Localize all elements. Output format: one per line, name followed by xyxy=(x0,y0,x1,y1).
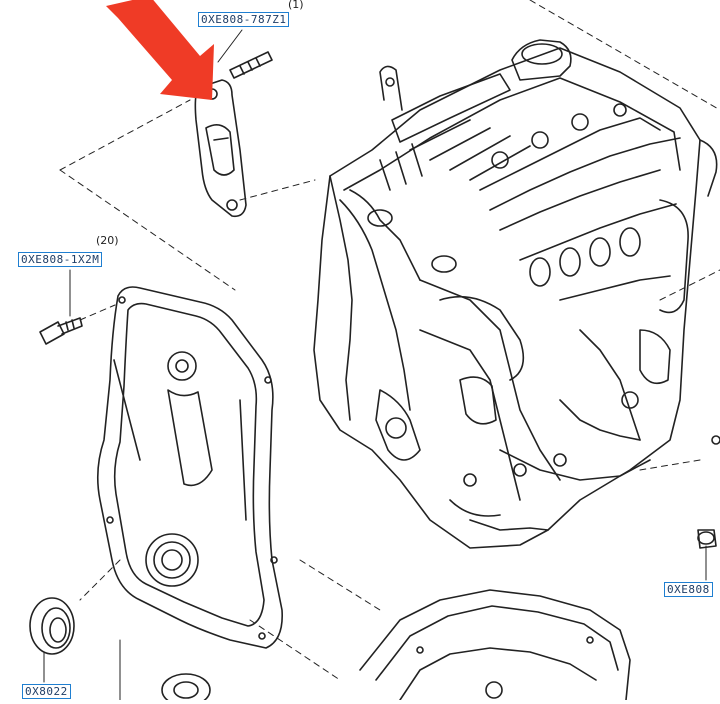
part-number-label-top[interactable]: 0XE808-787Z1 xyxy=(198,12,290,27)
part-number-label-left[interactable]: 0XE808-1X2M xyxy=(18,252,103,267)
quantity-top: (1) xyxy=(288,0,304,11)
part-number-label-right[interactable]: 0XE808 xyxy=(664,582,713,597)
right-bolt xyxy=(697,435,720,581)
crankshaft-seal xyxy=(29,597,75,683)
engine-block xyxy=(313,39,718,549)
timing-cover-bolt xyxy=(39,269,83,345)
quantity-left: (20) xyxy=(96,234,119,247)
red-arrow-icon xyxy=(106,0,214,100)
oil-pan xyxy=(359,589,631,701)
bottom-pulley xyxy=(119,639,211,704)
stud-bolt xyxy=(217,29,273,79)
part-number-label-bottom[interactable]: 0X8022 xyxy=(22,684,71,699)
front-cover-gasket xyxy=(194,79,247,218)
leader-lines xyxy=(59,0,720,681)
timing-cover xyxy=(96,286,283,649)
